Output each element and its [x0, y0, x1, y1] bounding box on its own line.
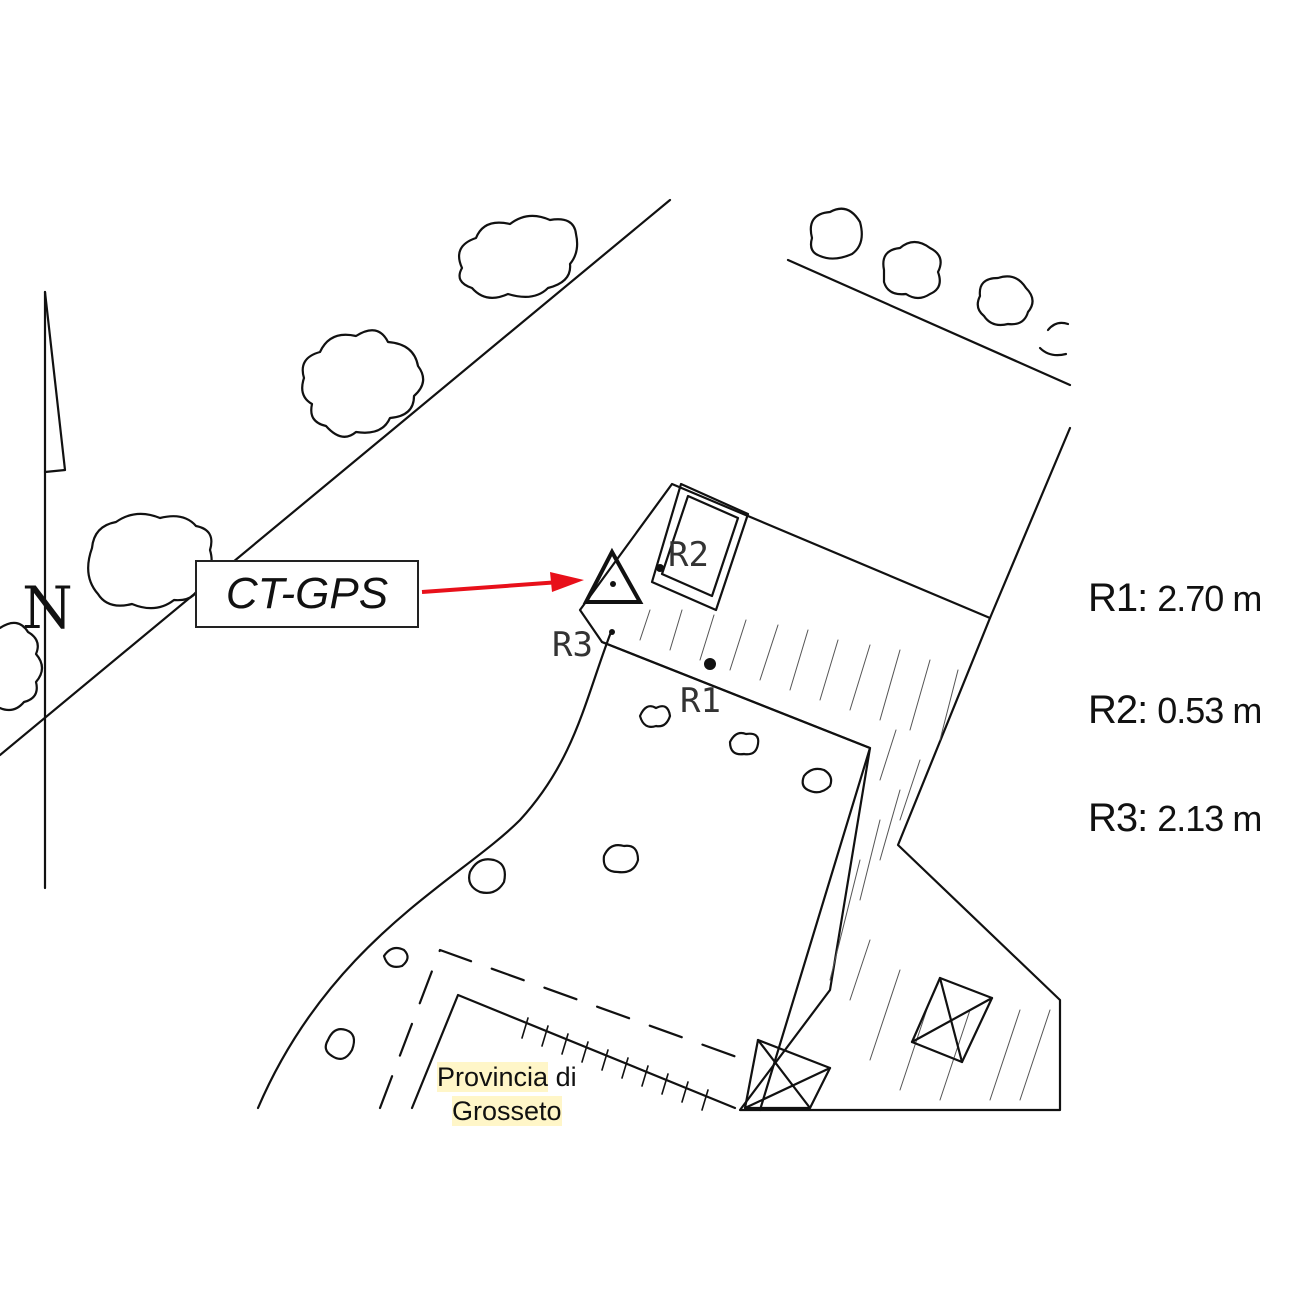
legend-key: R3: [1088, 796, 1138, 840]
north-label: N: [22, 574, 73, 642]
north-arrow: [43, 290, 67, 890]
reference-point-r1: [704, 658, 716, 670]
tree-icon: [882, 240, 942, 300]
legend-r1: R1:2.70 m: [1088, 576, 1262, 621]
legend-value: 2.70 m: [1157, 578, 1262, 619]
legend-key: R1: [1088, 576, 1138, 620]
tree-icon: [301, 329, 425, 438]
legend-sep: :: [1137, 576, 1148, 620]
reference-point-r3: [609, 629, 615, 635]
gps-station-triangle-icon: [582, 547, 644, 604]
ct-gps-callout: CT-GPS: [195, 560, 419, 628]
tree-icon: [87, 512, 213, 610]
road-edge-line: [0, 198, 672, 757]
legend-r2: R2:0.53 m: [1088, 688, 1262, 733]
small-building: [650, 482, 750, 612]
credit-line1-a: Provincia: [437, 1062, 549, 1092]
tree-icon: [809, 207, 863, 260]
tree-icon: [976, 275, 1034, 327]
building-footprint: [578, 482, 1062, 1112]
crossed-box-icon: [743, 1038, 832, 1110]
credit-line1-b: di: [555, 1062, 577, 1092]
tree-icon: [0, 621, 44, 712]
label-r3: R3: [552, 625, 593, 665]
label-r1: R1: [680, 681, 721, 721]
road-edge-line: [786, 258, 1072, 387]
callout-arrow: [421, 572, 584, 594]
tree-icon: [458, 214, 579, 299]
tree-icon: [1038, 321, 1070, 357]
ct-gps-label: CT-GPS: [225, 569, 389, 618]
garden-boundary: [600, 640, 872, 1112]
label-r2: R2: [668, 535, 709, 575]
legend-sep: :: [1137, 688, 1148, 732]
legend-r3: R3:2.13 m: [1088, 796, 1262, 841]
legend-value: 2.13 m: [1157, 798, 1262, 839]
legend-key: R2: [1088, 688, 1138, 732]
credit-line2: Grosseto: [452, 1096, 562, 1126]
credit-provincia: Provincia di Grosseto: [437, 1060, 577, 1128]
crossed-box-icon: [910, 976, 994, 1064]
legend-sep: :: [1137, 796, 1148, 840]
reference-point-r2: [656, 564, 664, 572]
legend-value: 0.53 m: [1157, 690, 1262, 731]
